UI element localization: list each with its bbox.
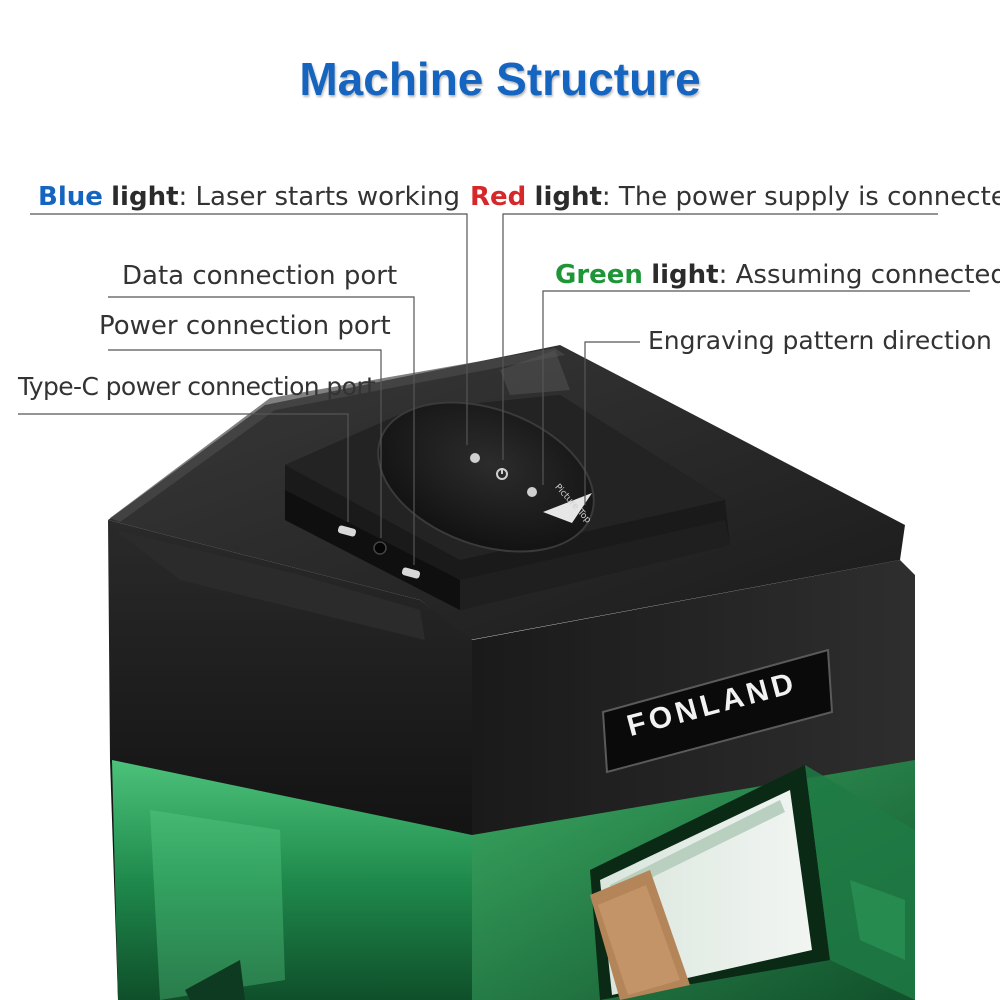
laser-icon	[470, 453, 480, 463]
brand-plate	[601, 648, 834, 774]
blue-light-word: light	[111, 182, 179, 212]
green-keyword: Green	[555, 260, 643, 290]
red-light-text: : The power supply is connected	[601, 182, 1000, 212]
page-title: Machine Structure	[299, 53, 701, 105]
engraving-direction-callout: Engraving pattern direction	[648, 326, 992, 355]
green-light-text: : Assuming connected	[718, 260, 1000, 290]
green-window-left	[112, 760, 472, 1000]
power-icon	[496, 468, 508, 480]
green-light-word: light	[651, 260, 719, 290]
blue-light-text: : Laser starts working	[178, 182, 460, 212]
red-light-word: light	[534, 182, 602, 212]
red-keyword: Red	[470, 182, 527, 212]
power-port-callout: Power connection port	[99, 311, 391, 341]
blue-light-callout: Blue light: Laser starts working	[38, 180, 460, 214]
connect-icon	[527, 487, 537, 497]
leader-lines	[18, 213, 970, 565]
blue-keyword: Blue	[38, 182, 103, 212]
red-light-callout: Red light: The power supply is connected	[470, 180, 1000, 214]
green-light-callout: Green light: Assuming connected	[555, 258, 1000, 292]
typec-port-callout: Type-C power connection port	[18, 372, 376, 401]
green-window-right	[472, 760, 915, 1000]
direction-arrow	[543, 493, 592, 523]
ports-panel	[337, 525, 421, 579]
data-port-callout: Data connection port	[122, 261, 398, 291]
